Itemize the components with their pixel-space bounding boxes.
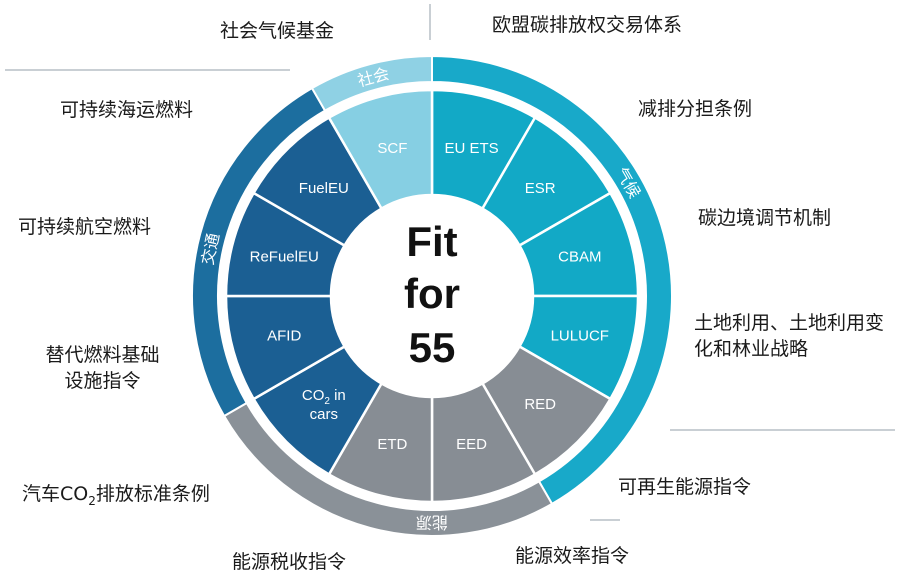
label-co2-cars-prefix: 汽车CO <box>22 483 89 505</box>
center-circle <box>331 195 533 397</box>
outer-ring-social <box>310 54 433 113</box>
segment-label-eed: EED <box>456 436 487 453</box>
segment-label-lulucf: LULUCF <box>551 328 609 345</box>
segment-label-esr: ESR <box>525 180 556 197</box>
segment-label-fueleu: FuelEU <box>299 180 349 197</box>
inner-segments <box>224 88 640 504</box>
label-eu-ets: 欧盟碳排放权交易体系 <box>492 14 683 36</box>
label-fueleu: 可持续海运燃料 <box>60 99 194 121</box>
label-social-climate-fund: 社会气候基金 <box>220 20 335 42</box>
label-afid: 替代燃料基础设施指令 <box>45 344 160 392</box>
segment-label-eu_ets: EU ETS <box>445 140 499 157</box>
ring-label-energy: 能源 <box>416 513 448 532</box>
label-red: 可再生能源指令 <box>618 476 752 498</box>
label-esr: 减排分担条例 <box>638 98 753 120</box>
center-title-line3: 55 <box>409 324 456 371</box>
segment-label-cbam: CBAM <box>558 248 601 265</box>
label-eed: 能源效率指令 <box>515 545 630 567</box>
outer-ring <box>191 54 673 537</box>
label-cbam: 碳边境调节机制 <box>698 207 832 229</box>
segment-label-red: RED <box>524 396 556 413</box>
center-title-line1: Fit <box>406 218 457 265</box>
label-co2-cars: 汽车CO2排放标准条例 <box>22 481 210 514</box>
segment-label-scf: SCF <box>377 140 407 157</box>
label-lulucf: 土地利用、土地利用变化和林业战略 <box>694 312 885 360</box>
segment-label-etd: ETD <box>377 436 407 453</box>
segment-label-afid: AFID <box>267 328 301 345</box>
label-co2-cars-suffix: 排放标准条例 <box>95 483 210 505</box>
center-title-line2: for <box>404 270 460 317</box>
label-refueleu: 可持续航空燃料 <box>18 216 152 238</box>
connector-lines <box>5 4 895 521</box>
label-etd: 能源税收指令 <box>232 551 347 573</box>
segment-label-refueleu: ReFuelEU <box>250 248 319 265</box>
label-co2-cars-sub: 2 <box>88 493 96 508</box>
